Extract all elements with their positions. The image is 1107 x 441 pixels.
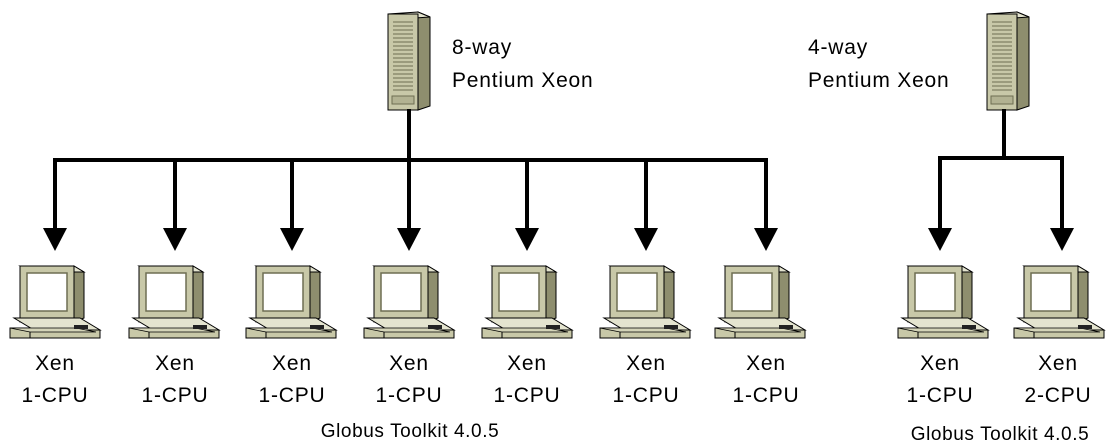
arrowhead-2 <box>1050 228 1074 251</box>
client-node-6: Xen 1-CPU <box>599 265 691 407</box>
arrowhead-1 <box>928 228 952 251</box>
client-node-1: Xen 1-CPU <box>897 265 989 407</box>
arrowhead-1 <box>43 228 67 251</box>
client-label-line2: 1-CPU <box>21 384 88 407</box>
server-group-8way: 8-way Pentium Xeon Xen 1- <box>9 11 806 441</box>
desktop-computer-icon <box>128 265 220 339</box>
client-node-4: Xen 1-CPU <box>363 265 455 407</box>
arrowhead-7 <box>754 228 778 251</box>
client-label-line1: Xen <box>389 352 429 375</box>
client-label-line2: 1-CPU <box>141 384 208 407</box>
client-node-1: Xen 1-CPU <box>9 265 101 407</box>
connection-drops <box>928 156 1074 251</box>
server-label-line2: Pentium Xeon <box>808 69 950 92</box>
client-label-line2: 1-CPU <box>493 384 560 407</box>
arrowhead-2 <box>163 228 187 251</box>
desktop-computer-icon <box>599 265 691 339</box>
client-label-line2: 1-CPU <box>612 384 679 407</box>
client-node-7: Xen 1-CPU <box>714 265 806 407</box>
client-label-line2: 1-CPU <box>375 384 442 407</box>
desktop-computer-icon <box>897 265 989 339</box>
client-label-line2: 2-CPU <box>1024 384 1091 407</box>
client-node-2: Xen 1-CPU <box>128 265 220 407</box>
client-node-3: Xen 1-CPU <box>245 265 337 407</box>
group-caption: Globus Toolkit 4.0.5 <box>911 424 1090 441</box>
client-label-line1: Xen <box>272 352 312 375</box>
arrowhead-3 <box>280 228 304 251</box>
desktop-computer-icon <box>363 265 455 339</box>
client-label-line1: Xen <box>35 352 75 375</box>
client-label-line1: Xen <box>626 352 666 375</box>
server-tower-icon <box>986 11 1030 111</box>
desktop-computer-icon <box>481 265 573 339</box>
client-label-line1: Xen <box>920 352 960 375</box>
server-label-line1: 8-way <box>452 36 512 59</box>
client-label-line1: Xen <box>746 352 786 375</box>
client-label-line2: 1-CPU <box>732 384 799 407</box>
connection-drops <box>43 158 778 251</box>
client-label-line2: 1-CPU <box>906 384 973 407</box>
client-node-2: Xen 2-CPU <box>1013 265 1105 407</box>
group-caption: Globus Toolkit 4.0.5 <box>321 421 500 441</box>
client-label-line1: Xen <box>1038 352 1078 375</box>
desktop-computer-icon <box>1013 265 1105 339</box>
arrowhead-6 <box>634 228 658 251</box>
client-label-line1: Xen <box>507 352 547 375</box>
server-label-line2: Pentium Xeon <box>452 69 594 92</box>
server-tower-icon <box>387 11 431 111</box>
desktop-computer-icon <box>9 265 101 339</box>
client-label-line2: 1-CPU <box>258 384 325 407</box>
server-group-4way: 4-way Pentium Xeon Xen 1-CPU Xen 2-CPU G… <box>808 11 1105 441</box>
server-label-line1: 4-way <box>808 36 868 59</box>
client-label-line1: Xen <box>155 352 195 375</box>
arrowhead-4 <box>397 228 421 251</box>
client-node-5: Xen 1-CPU <box>481 265 573 407</box>
desktop-computer-icon <box>245 265 337 339</box>
desktop-computer-icon <box>714 265 806 339</box>
arrowhead-5 <box>515 228 539 251</box>
